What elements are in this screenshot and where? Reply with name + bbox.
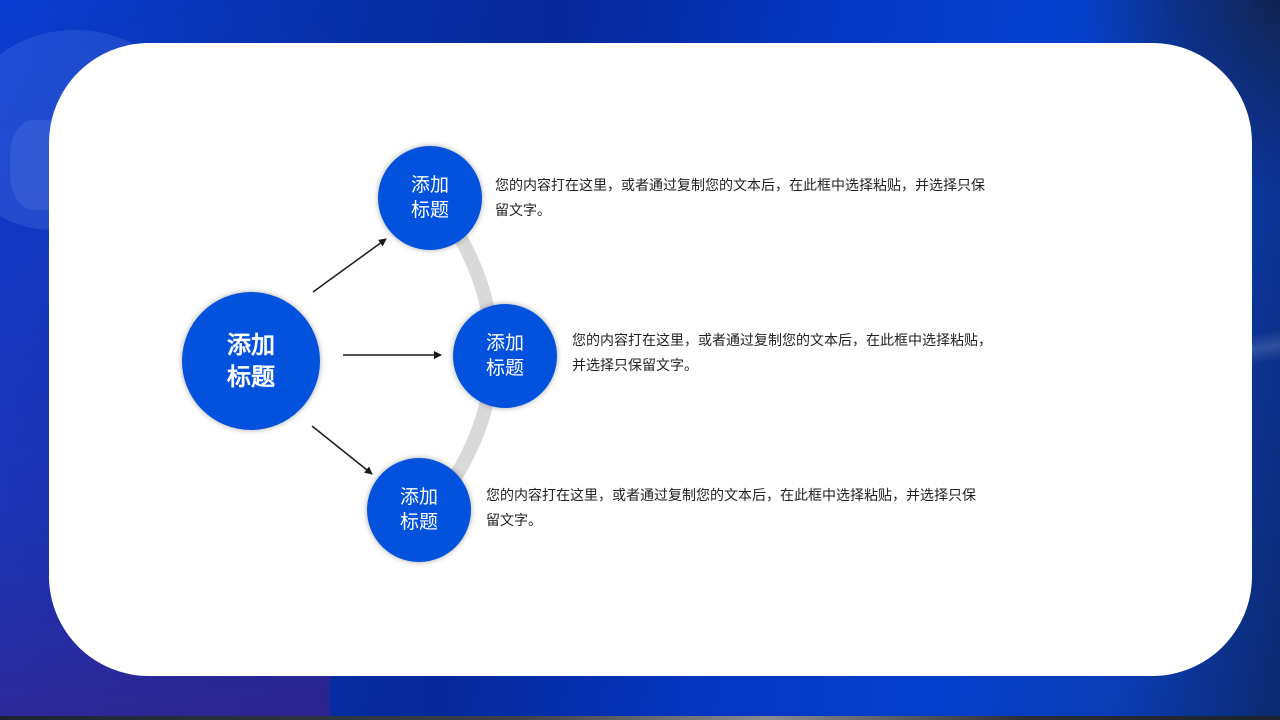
node-3-line1: 添加 bbox=[399, 486, 438, 508]
node-2-circle[interactable]: 添加 标题 bbox=[453, 304, 557, 408]
node-3-description[interactable]: 您的内容打在这里，或者通过复制您的文本后，在此框中选择粘贴，并选择只保留文字。 bbox=[486, 488, 976, 529]
center-topic-line1: 添加 bbox=[227, 331, 275, 359]
node-1-circle[interactable]: 添加 标题 bbox=[378, 146, 482, 250]
node-3-line2: 标题 bbox=[399, 511, 438, 533]
node-1-description[interactable]: 您的内容打在这里，或者通过复制您的文本后，在此框中选择粘贴，并选择只保留文字。 bbox=[495, 178, 985, 219]
node-2-line1: 添加 bbox=[485, 332, 524, 354]
center-topic-circle[interactable]: 添加 标题 bbox=[182, 292, 320, 430]
node-1-line1: 添加 bbox=[410, 174, 449, 196]
node-1-line2: 标题 bbox=[410, 199, 449, 221]
node-2-description[interactable]: 您的内容打在这里，或者通过复制您的文本后，在此框中选择粘贴，并选择只保留文字。 bbox=[572, 333, 992, 374]
center-topic-line2: 标题 bbox=[227, 363, 275, 391]
background-bottom-strip bbox=[0, 716, 1280, 720]
node-2-line2: 标题 bbox=[485, 357, 524, 379]
node-3-circle[interactable]: 添加 标题 bbox=[367, 458, 471, 562]
